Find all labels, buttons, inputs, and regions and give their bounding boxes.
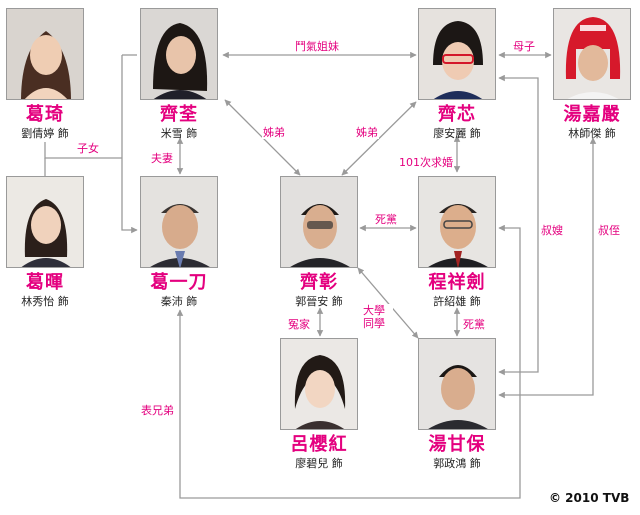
actor-qi-xin: 廖安麗 飾 [433, 127, 481, 140]
rel-da-xue-tong-xue: 大學 同學 [363, 304, 393, 330]
photo-ge-hui [6, 176, 84, 268]
actor-cheng-xiangjian: 許紹雄 飾 [433, 295, 481, 308]
actor-ge-qi: 劉倩婷 飾 [21, 127, 69, 140]
rel-qiu-hun: 101次求婚 [398, 156, 454, 169]
photo-ge-qi [6, 8, 84, 100]
photo-lv-yinghong [280, 338, 358, 430]
name-ge-hui: 葛暉 [26, 272, 64, 293]
rel-biao-xiong-di: 表兄弟 [140, 404, 175, 417]
rel-zi-di-left: 姊弟 [262, 126, 286, 139]
name-qi-xin: 齊芯 [438, 104, 476, 125]
rel-zi-di-right: 姊弟 [355, 126, 379, 139]
name-lv-yinghong: 呂櫻紅 [290, 434, 348, 455]
name-qi-zhang: 齊彰 [300, 272, 338, 293]
rel-shu-sao: 叔嫂 [540, 224, 564, 237]
rel-yuan-jia: 冤家 [287, 318, 311, 331]
actor-tang-jiayan: 林師傑 飾 [568, 127, 616, 140]
actor-ge-hui: 林秀怡 飾 [21, 295, 69, 308]
actor-lv-yinghong: 廖碧兒 飾 [295, 457, 343, 470]
photo-tang-jiayan [553, 8, 631, 100]
rel-shu-zhi: 叔侄 [597, 224, 621, 237]
photo-qi-zhang [280, 176, 358, 268]
name-qi-quan: 齊荃 [160, 104, 198, 125]
name-tang-ganbao: 湯甘保 [428, 434, 486, 455]
actor-qi-zhang: 郭晉安 飾 [295, 295, 343, 308]
photo-qi-xin [418, 8, 496, 100]
line-shu-zhi [498, 137, 597, 399]
copyright-text: © 2010 TVB [549, 491, 630, 505]
actor-ge-yidao: 秦沛 飾 [160, 295, 198, 308]
rel-zi-nv: 子女 [76, 142, 100, 155]
rel-fu-qi: 夫妻 [150, 152, 174, 165]
name-ge-qi: 葛琦 [26, 104, 64, 125]
line-zi-di-right [341, 101, 417, 176]
line-biao-xiong-di [176, 224, 521, 499]
photo-ge-yidao [140, 176, 218, 268]
rel-si-dang-bottom: 死黨 [462, 318, 486, 331]
name-ge-yidao: 葛一刀 [150, 272, 208, 293]
actor-qi-quan: 米雪 飾 [160, 127, 198, 140]
rel-mu-zi: 母子 [512, 40, 536, 53]
actor-tang-ganbao: 郭政鴻 飾 [433, 457, 481, 470]
rel-si-dang-top: 死黨 [374, 213, 398, 226]
rel-da-xue-line1: 大學 同學 [363, 304, 393, 330]
rel-dou-qi-jie-mei: 鬥氣姐妹 [294, 40, 340, 53]
name-cheng-xiangjian: 程祥劍 [428, 272, 486, 293]
name-tang-jiayan: 湯嘉嚴 [563, 104, 621, 125]
photo-qi-quan [140, 8, 218, 100]
photo-cheng-xiangjian [418, 176, 496, 268]
photo-tang-ganbao [418, 338, 496, 430]
